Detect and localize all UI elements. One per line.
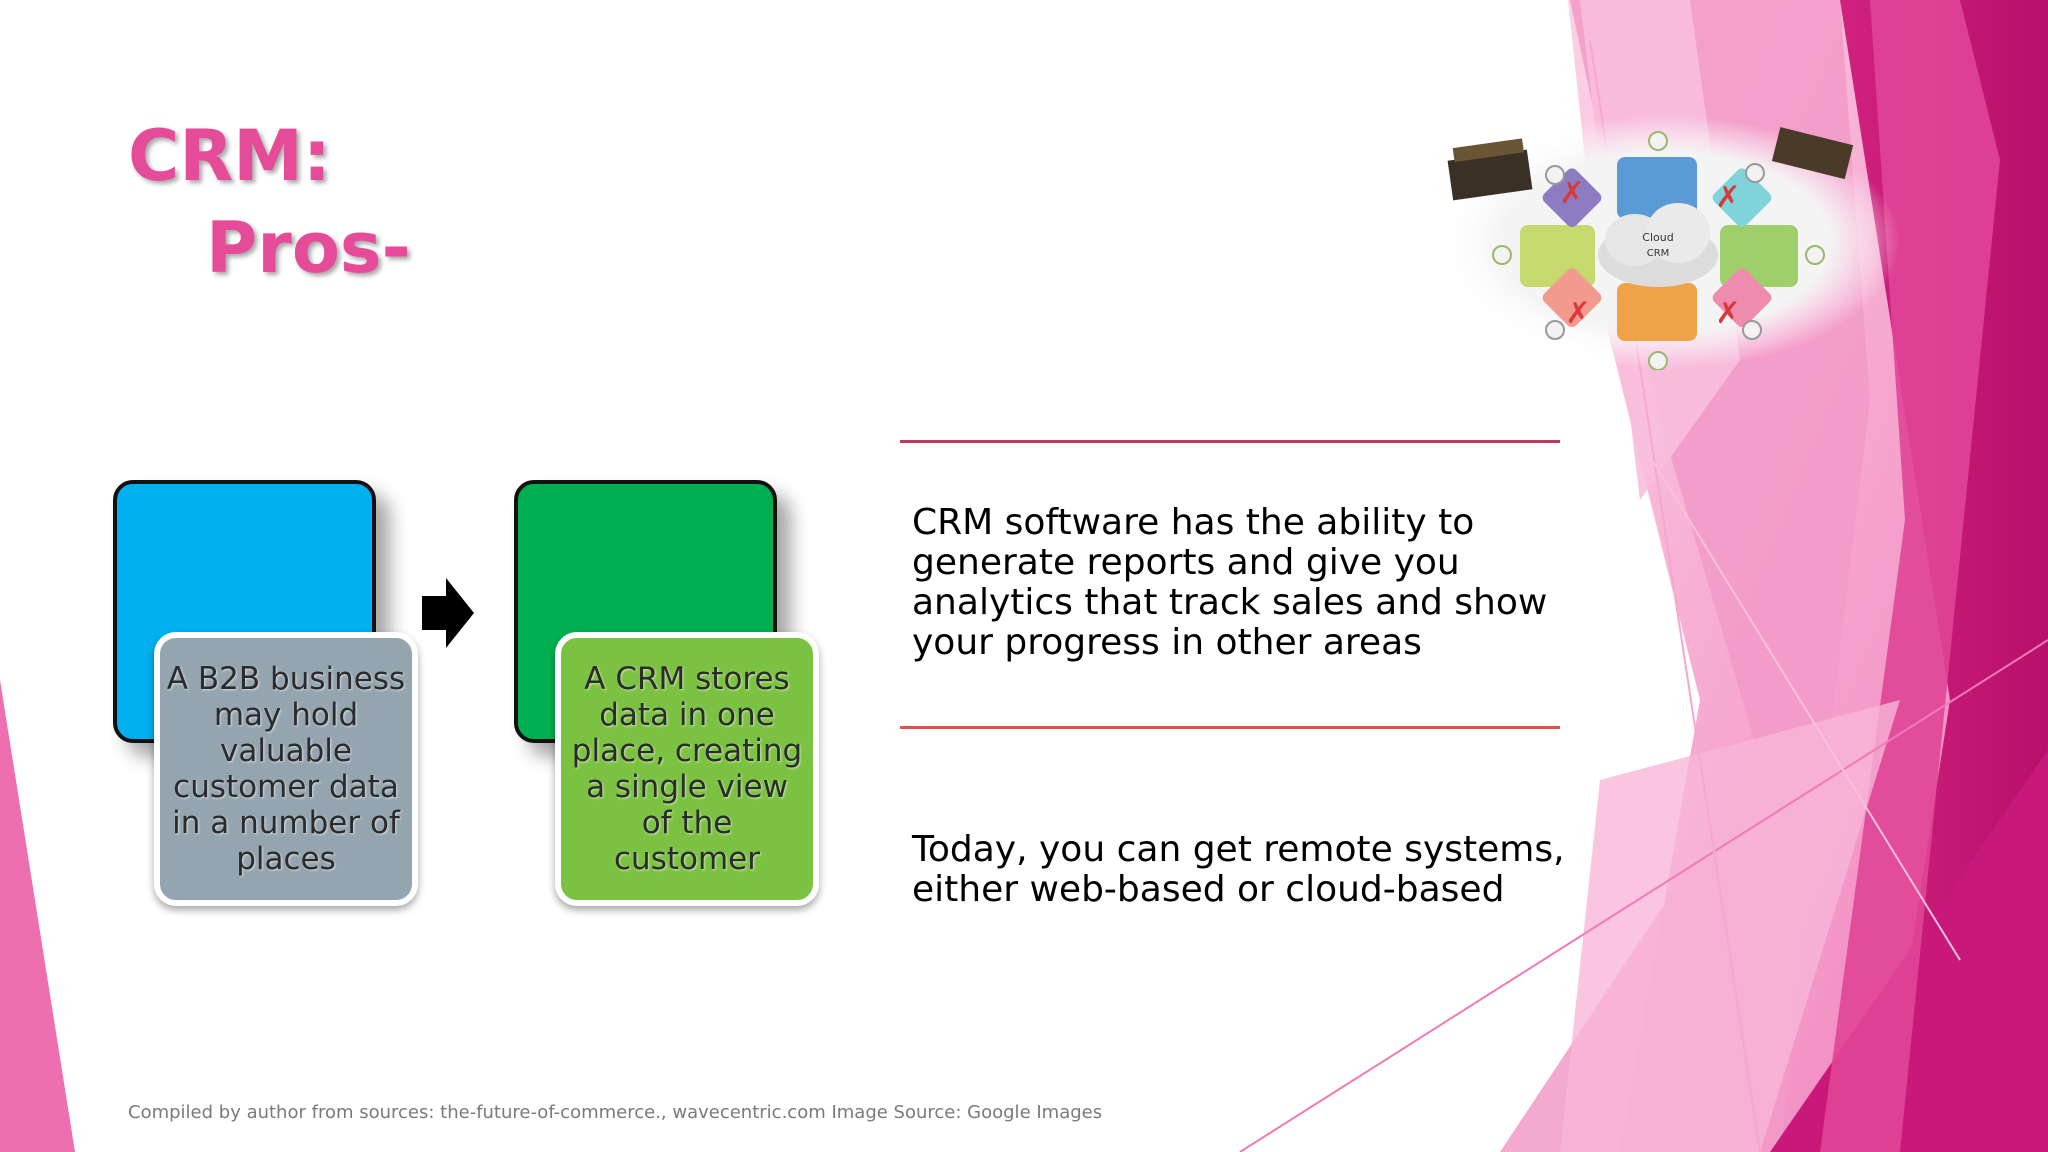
process-diagram: A B2B business may hold valuable custome… xyxy=(100,470,840,910)
cloud-label-line1: Cloud xyxy=(1642,231,1673,244)
step2-text-box: A CRM stores data in one place, creating… xyxy=(555,632,819,906)
step1-text-box: A B2B business may hold valuable custome… xyxy=(154,632,418,906)
x-mark-icon: ✗ xyxy=(1715,296,1740,331)
slide-title-line2: Pros- xyxy=(206,207,411,289)
point-reports: CRM software has the ability to generate… xyxy=(912,502,1548,663)
slide-title: CRM: Pros- xyxy=(128,110,411,294)
step1-text: A B2B business may hold valuable custome… xyxy=(166,661,406,877)
x-mark-icon: ✗ xyxy=(1715,180,1740,215)
divider-top xyxy=(900,440,1560,443)
x-mark-icon: ✗ xyxy=(1559,176,1584,211)
divider-middle xyxy=(900,726,1560,729)
x-mark-icon: ✗ xyxy=(1565,296,1590,331)
point-remote-systems: Today, you can get remote systems, eithe… xyxy=(912,829,1565,910)
slide-title-line1: CRM: xyxy=(128,115,331,197)
cloud-label-line2: CRM xyxy=(1647,248,1670,259)
cloud-crm-image: Cloud CRM ✗ ✗ ✗ ✗ xyxy=(1430,115,1900,370)
step2-text: A CRM stores data in one place, creating… xyxy=(571,661,803,877)
arrow-right-icon xyxy=(422,578,474,648)
source-footer: Compiled by author from sources: the-fut… xyxy=(128,1102,1103,1123)
